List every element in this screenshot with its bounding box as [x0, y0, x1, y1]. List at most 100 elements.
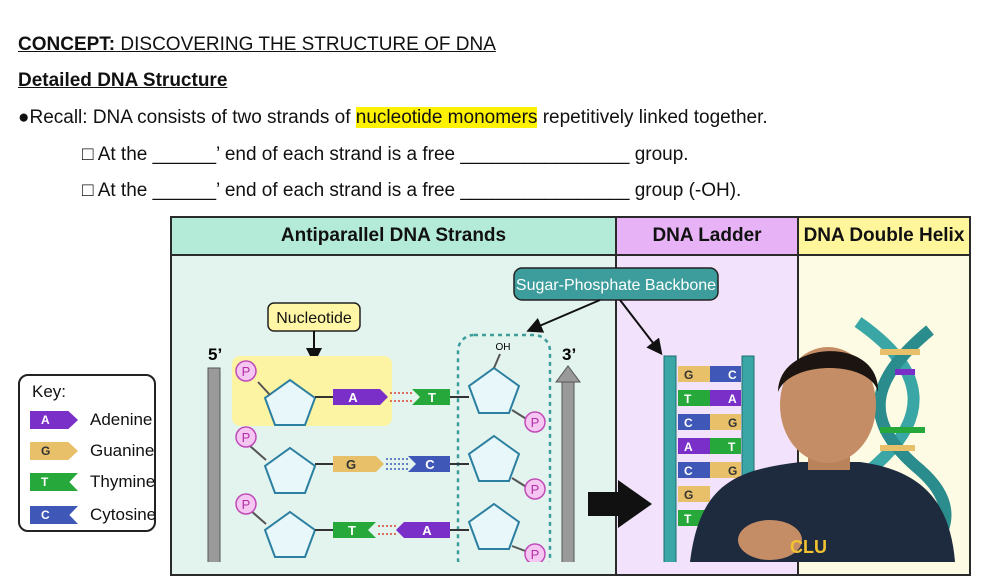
- sugar-pentagon: [467, 366, 521, 414]
- rung-right: [710, 390, 741, 406]
- recall-suffix: repetitively linked together.: [537, 107, 768, 128]
- rung-left: [678, 438, 710, 454]
- helix-header: DNA Double Helix: [799, 218, 969, 256]
- phosphate-group: P P P P P P: [235, 360, 546, 562]
- fill-blank-line-2: □ At the ______’ end of each strand is a…: [82, 180, 742, 201]
- guanine-swatch: G: [30, 442, 78, 460]
- strand-5-prime-bar: [207, 367, 221, 562]
- base-letter: G: [346, 457, 356, 472]
- phosphate-label: P: [531, 482, 540, 497]
- base-letter: T: [428, 390, 436, 405]
- phosphate-label: P: [531, 547, 540, 562]
- presenter: CLU: [690, 347, 955, 562]
- base-guanine: [333, 456, 384, 472]
- phosphate-circle: [524, 543, 546, 562]
- key-item-adenine: A Adenine: [30, 410, 156, 430]
- key-title: Key:: [32, 382, 67, 401]
- guanine-label: Guanine: [90, 441, 155, 460]
- phosphate-label: P: [531, 415, 540, 430]
- concept-heading: CONCEPT: DISCOVERING THE STRUCTURE OF DN…: [18, 34, 496, 56]
- phosphate-circle: [235, 493, 257, 515]
- rung-letter: C: [728, 368, 737, 382]
- phosphate-circle: [235, 426, 257, 448]
- cytosine-swatch: C: [30, 506, 78, 524]
- phosphate-label: P: [242, 430, 251, 445]
- ladder-rail-left: [663, 355, 677, 562]
- base-thymine: [333, 522, 376, 538]
- strand-3-prime-arrowhead: [555, 365, 581, 383]
- base-letter: A: [348, 390, 358, 405]
- base-adenine: [396, 522, 450, 538]
- recall-statement: ●Recall: DNA consists of two strands of …: [18, 107, 768, 129]
- base-pair-1: A T: [333, 389, 450, 405]
- rung-letter: C: [684, 416, 693, 430]
- thymine-label: Thymine: [90, 472, 156, 491]
- phosphate-link: [257, 381, 271, 396]
- sugar-pentagon: [263, 510, 317, 558]
- rung-letter: G: [728, 464, 737, 478]
- sugar-pentagon: [467, 502, 521, 550]
- base-pair-2: G C: [333, 456, 450, 472]
- rung-letter: C: [684, 464, 693, 478]
- oh-link: [493, 353, 501, 369]
- three-prime-label: 3’: [562, 345, 576, 364]
- base-letter: C: [425, 457, 435, 472]
- phosphate-circle: [524, 478, 546, 500]
- strand-3-prime-bar: [561, 379, 575, 562]
- phosphate-circle: [524, 411, 546, 433]
- left-strand: [249, 378, 333, 558]
- antiparallel-header: Antiparallel DNA Strands: [172, 218, 615, 256]
- adenine-label: Adenine: [90, 410, 153, 429]
- rung-left: [678, 486, 710, 502]
- thymine-swatch: T: [30, 473, 78, 491]
- recall-highlight: nucleotide monomers: [355, 107, 538, 128]
- phosphate-label: P: [242, 364, 251, 379]
- ladder-rungs: G C T A C G A T C G G T: [678, 366, 741, 526]
- backbone-arrow-right: [619, 299, 663, 356]
- five-prime-label: 5’: [208, 345, 222, 364]
- rung-left: [678, 414, 710, 430]
- rung-letter: T: [684, 512, 692, 526]
- key-item-cytosine: C Cytosine: [30, 505, 156, 525]
- backbone-callout-box: [513, 267, 719, 301]
- cytosine-label: Cytosine: [90, 505, 157, 524]
- phosphate-link: [249, 445, 267, 461]
- rung-left: [678, 366, 710, 382]
- base-adenine: [333, 389, 388, 405]
- fill-blank-line-1: □ At the ______’ end of each strand is a…: [82, 144, 689, 165]
- recall-prefix: ●Recall: DNA consists of two strands of: [18, 107, 356, 128]
- backbone-callout-text: Sugar-Phosphate Backbone: [516, 277, 716, 294]
- rung-right: [710, 414, 741, 430]
- presenter-hair: [778, 351, 879, 392]
- nucleotide-callout-text: Nucleotide: [276, 310, 352, 327]
- base-letter: T: [348, 523, 356, 538]
- backbone-arrow-left: [526, 299, 601, 333]
- sugar-pentagon: [263, 446, 317, 494]
- presenter-face: [780, 347, 876, 463]
- rung-right: [710, 462, 741, 478]
- base-letter: A: [422, 523, 432, 538]
- rung-letter: G: [728, 416, 737, 430]
- dna-diagram: Sugar-Phosphate Backbone Nucleotide 5’ 3…: [207, 267, 955, 562]
- phosphate-label: P: [242, 497, 251, 512]
- rung-left: [678, 390, 710, 406]
- sugar-pentagon: [467, 434, 521, 482]
- base-pair-3: T A: [333, 522, 450, 538]
- base-cytosine: [408, 456, 450, 472]
- rung-letter: A: [684, 440, 693, 454]
- key-item-guanine: G Guanine: [30, 441, 156, 461]
- rung-letter: G: [684, 368, 693, 382]
- concept-title: DISCOVERING THE STRUCTURE OF DNA: [120, 34, 496, 55]
- rung-letter: A: [728, 392, 737, 406]
- concept-label: CONCEPT:: [18, 34, 116, 55]
- phosphate-circle: [235, 360, 257, 382]
- ladder-header: DNA Ladder: [617, 218, 797, 256]
- backbone-outline: [456, 333, 552, 562]
- rung-letter: T: [728, 440, 736, 454]
- oh-label: OH: [496, 342, 511, 353]
- transition-arrow: [588, 480, 652, 528]
- rung-right: [710, 366, 741, 382]
- base-key: Key: A Adenine G Guanine T Thymine C Cyt…: [18, 374, 156, 532]
- shirt-logo: CLU: [790, 537, 827, 557]
- rung-right: [710, 438, 741, 454]
